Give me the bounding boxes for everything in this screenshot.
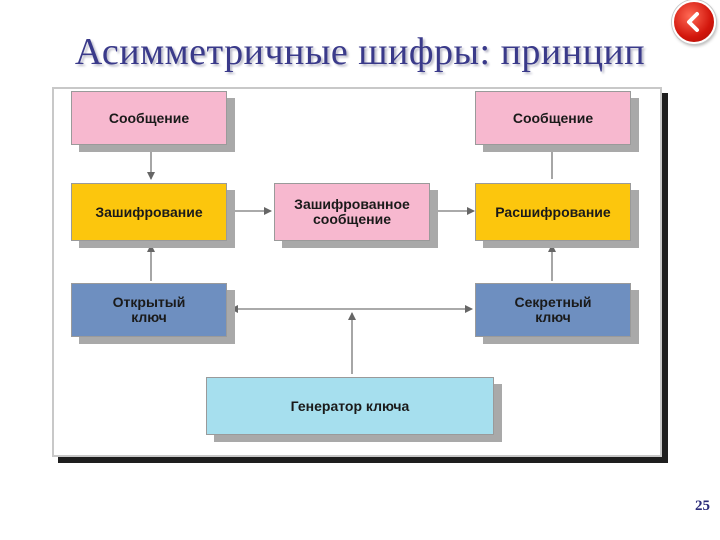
- back-button[interactable]: [672, 0, 716, 44]
- chevron-left-icon: [687, 12, 699, 32]
- encrypted-message-box: Зашифрованное сообщение: [274, 183, 430, 241]
- page-number: 25: [695, 498, 710, 514]
- message-box-right: Сообщение: [475, 91, 631, 145]
- message-box-left: Сообщение: [71, 91, 227, 145]
- secret-key-box: Секретный ключ: [475, 283, 631, 337]
- public-key-box: Открытый ключ: [71, 283, 227, 337]
- slide-title: Асимметричные шифры: принцип: [74, 31, 646, 73]
- diagram-panel: Сообщение Сообщение Зашифрование Зашифро…: [52, 87, 662, 457]
- encryption-box: Зашифрование: [71, 183, 227, 241]
- decryption-box: Расшифрование: [475, 183, 631, 241]
- diagram-arrows: [147, 144, 556, 374]
- key-generator-box: Генератор ключа: [206, 377, 494, 435]
